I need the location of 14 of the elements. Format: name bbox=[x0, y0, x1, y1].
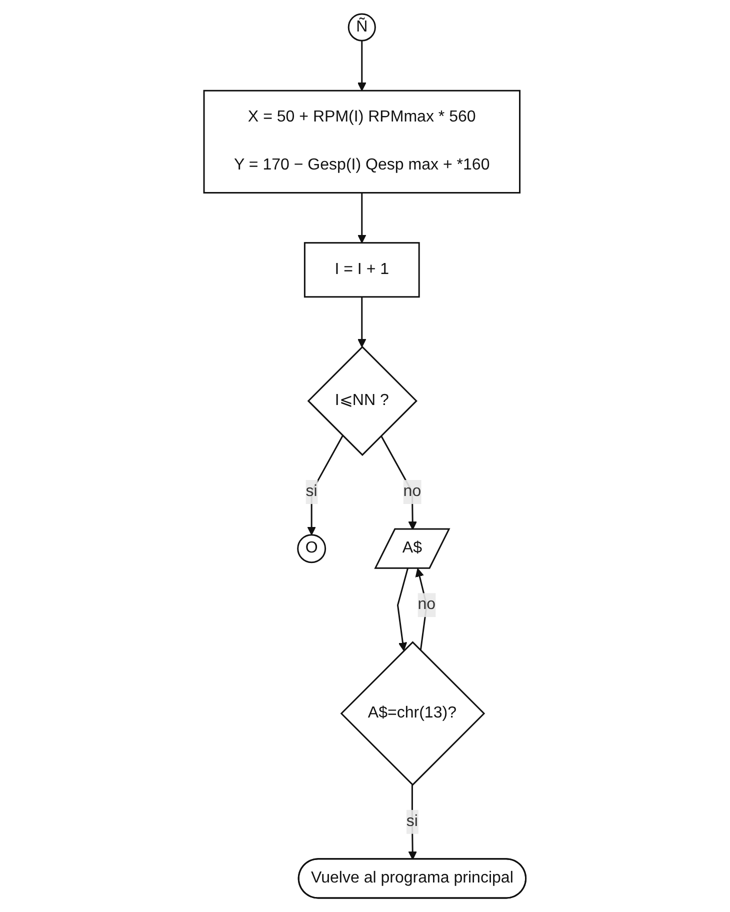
edge-label: no bbox=[403, 483, 422, 500]
node-diamond bbox=[340, 641, 486, 786]
node-box bbox=[203, 90, 521, 194]
arrow bbox=[397, 568, 409, 651]
edge-label: no bbox=[418, 596, 436, 614]
node-diamond bbox=[307, 346, 418, 456]
edge-label: si bbox=[306, 483, 318, 500]
node-circle bbox=[348, 13, 376, 42]
node-box bbox=[304, 242, 420, 298]
arrow bbox=[358, 192, 366, 244]
arrow bbox=[358, 296, 366, 348]
arrow bbox=[358, 40, 366, 92]
node-circle bbox=[297, 534, 326, 564]
edge-label: si bbox=[406, 812, 418, 830]
